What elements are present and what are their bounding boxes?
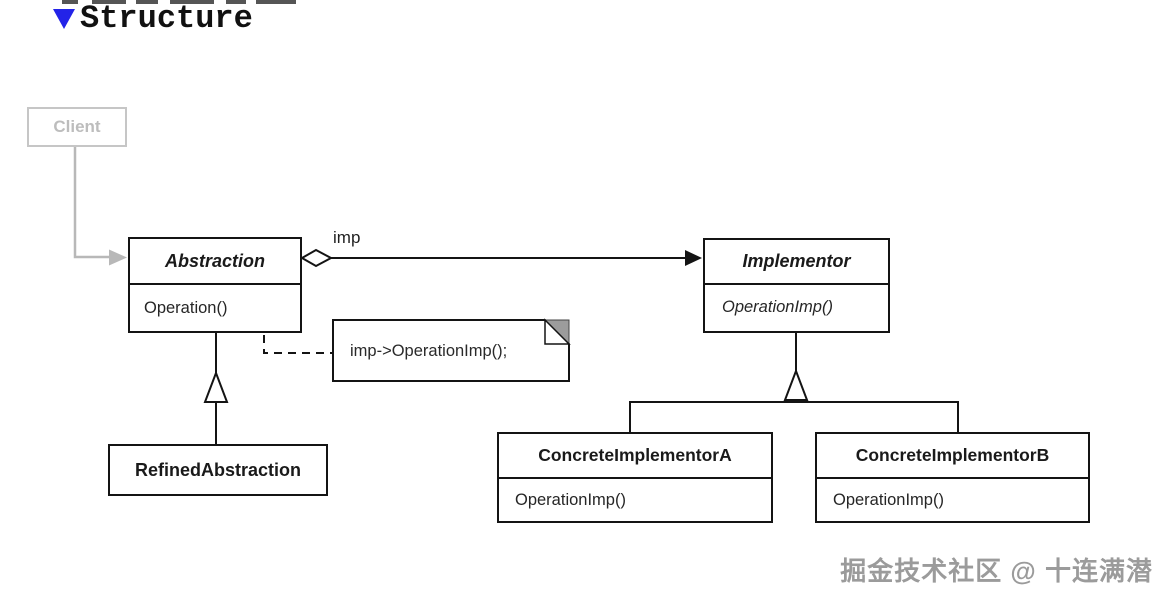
inheritance-refined-abstraction [203,333,229,444]
class-name: ConcreteImplementorB [855,445,1050,465]
association-label-imp: imp [333,228,361,247]
class-box-client: Client [27,107,127,147]
compartment-divider [705,283,888,285]
class-name: RefinedAbstraction [134,459,302,480]
class-box-implementor: Implementor OperationImp() [703,238,890,333]
class-method: OperationImp() [722,297,833,316]
watermark-text: 掘金技术社区 @ 十连满潜 [840,556,1153,586]
class-method: OperationImp() [515,490,626,509]
page-title: Structure [80,0,253,37]
class-box-refined-abstraction: RefinedAbstraction [108,444,328,496]
class-name: Abstraction [164,250,265,271]
class-name: Client [53,117,101,136]
note-box [332,318,571,382]
inheritance-concrete-implementors [629,333,959,432]
class-method: Operation() [144,298,228,317]
class-name: Implementor [742,251,851,271]
client-dependency-arrow [73,147,127,266]
class-box-concrete-implementor-b: ConcreteImplementorB OperationImp() [815,432,1090,523]
section-triangle-icon [53,9,75,29]
class-method: OperationImp() [833,490,944,509]
note-text: imp->OperationImp(); [350,341,508,360]
class-box-abstraction: Abstraction Operation() [128,237,302,333]
compartment-divider [499,477,771,479]
class-name: ConcreteImplementorA [538,445,732,465]
class-box-concrete-implementor-a: ConcreteImplementorA OperationImp() [497,432,773,523]
aggregation-arrow [299,248,702,268]
compartment-divider [130,283,300,285]
compartment-divider [817,477,1088,479]
